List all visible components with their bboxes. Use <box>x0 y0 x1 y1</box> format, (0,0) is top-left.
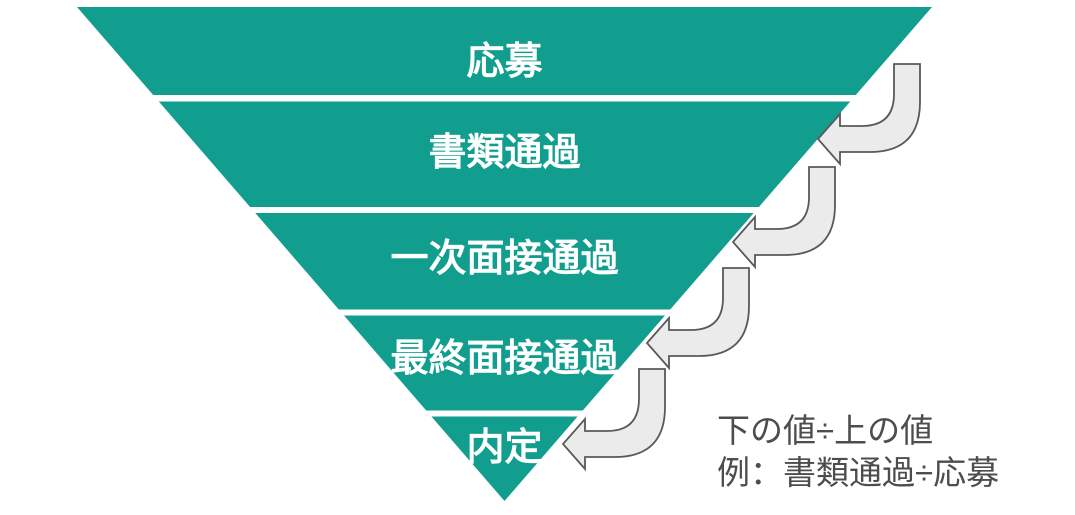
funnel-stage-shape-5 <box>431 416 578 501</box>
formula-note-line-1: 下の値÷上の値 <box>717 412 934 449</box>
funnel-stage-label-2: 書類通過 <box>428 132 581 174</box>
funnel-stage-shape-4 <box>344 315 665 411</box>
funnel-stage-label-5: 内定 <box>466 427 542 469</box>
step-conversion-arrows <box>561 63 921 472</box>
formula-note: 下の値÷上の値 例：書類通過÷応募 <box>717 410 999 494</box>
u-turn-arrow-icon-4 <box>561 368 666 472</box>
funnel-stages: 応募 書類通過 一次面接通過 最終面接通過 内定 <box>77 7 932 501</box>
u-turn-arrow-icon-2 <box>731 166 836 270</box>
funnel-stage-shape-3 <box>255 213 754 310</box>
funnel-stage-shape-2 <box>158 101 851 207</box>
funnel-stage-label-4: 最終面接通過 <box>390 338 619 380</box>
formula-note-line-2: 例：書類通過÷応募 <box>717 454 1000 491</box>
u-turn-arrow-icon-3 <box>645 267 750 371</box>
funnel-stage-label-1: 応募 <box>466 41 543 83</box>
funnel-stage-label-3: 一次面接通過 <box>390 238 619 280</box>
u-turn-arrow-icon-1 <box>816 63 921 167</box>
funnel-stage-shape-1 <box>77 7 932 95</box>
